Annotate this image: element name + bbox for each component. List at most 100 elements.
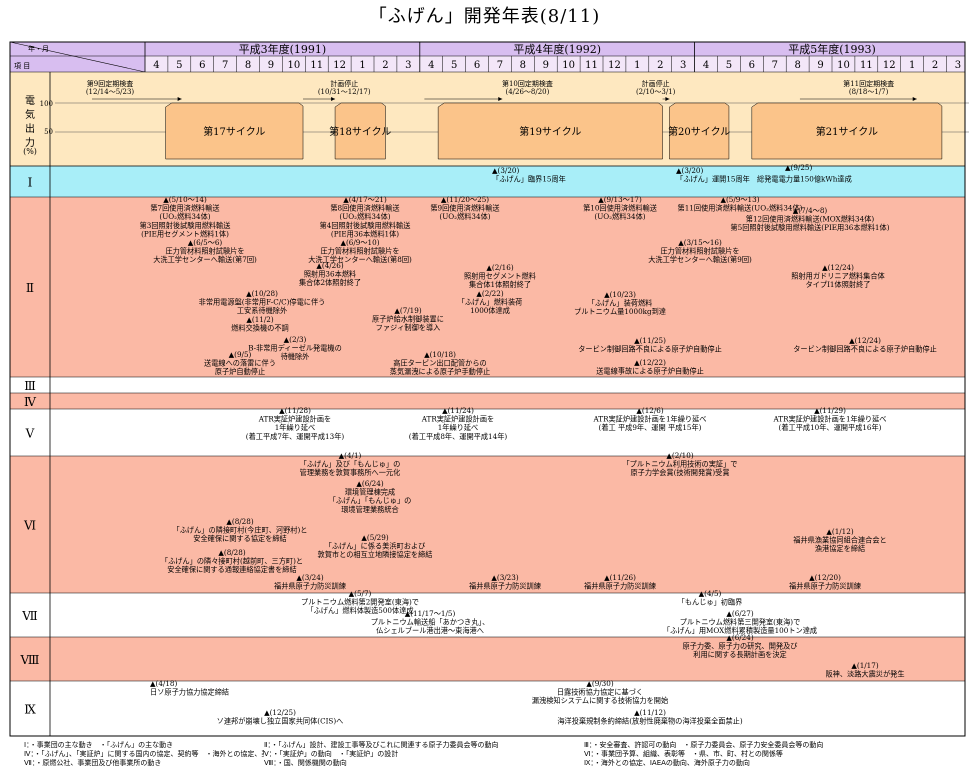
- inspection-arrow-head: [177, 97, 182, 101]
- event-text: (着工平成10年、運開平成16年): [779, 423, 882, 432]
- month-label: 12: [608, 60, 621, 71]
- legend-item: Ⅲ：・安全審査、許認可の動向 ・原子力委員会、原子力安全委員会等の動向: [584, 741, 824, 749]
- cycle-bar: [437, 102, 663, 160]
- month-label: 2: [657, 60, 663, 71]
- event-text: ATR実証炉建設計画を: [258, 415, 332, 424]
- event-date: ▲(4/5): [699, 589, 722, 598]
- event-text: 第12回使用済燃料輸送(MOX燃料34体): [746, 215, 875, 224]
- event-text: (着工平成8年、運開平成14年): [409, 432, 508, 441]
- event-text: プルトニウム燃料第三開発室(東海)で: [680, 618, 801, 627]
- event-text: (UO₂燃料34体): [439, 212, 490, 221]
- event-text: プルトニウム燃料第2開発室(東海)で: [301, 598, 419, 607]
- legend-item: Ⅱ：・「ふげん」設計、建設工事等及びこれに関連する原子力委員会等の動向: [264, 741, 499, 749]
- inspection-arrow-head: [912, 97, 917, 101]
- event-text: (UO₂燃料34体): [339, 212, 390, 221]
- inspection-arrow-head: [665, 97, 670, 101]
- section-band-III: [10, 377, 965, 393]
- inspection-period: (8/18～1/7): [849, 88, 889, 96]
- event-text: 圧力管材料照射試験片を: [165, 247, 244, 256]
- power-axis-label: 出: [25, 122, 35, 135]
- event-text: 1000体達成: [470, 306, 510, 315]
- header-corner-bottom: 項 目: [14, 62, 30, 70]
- event-date: ▲(9/25): [785, 163, 812, 172]
- event-text: 「ふげん」燃料装荷: [458, 298, 523, 307]
- month-label: 4: [703, 60, 709, 71]
- event-date: ▲(11/25): [634, 336, 666, 345]
- event-text: プルトニウム量1000kg到達: [574, 307, 666, 316]
- event-date: ▲(11/26): [604, 573, 636, 582]
- month-label: 11: [585, 60, 598, 71]
- event-text: 「ふげん」に係る美浜町および: [325, 542, 426, 551]
- event-date: ▲(8/28): [226, 517, 253, 526]
- month-label: 7: [222, 60, 228, 71]
- year-label: 平成3年度(1991): [239, 42, 327, 56]
- event-date: ▲(9/13～17): [598, 195, 642, 204]
- event-text: 「ふげん」の隣々接町村(越前町、三方町)と: [161, 557, 303, 566]
- month-label: 1: [634, 60, 640, 71]
- month-label: 8: [520, 60, 526, 71]
- event-text: 工安系待機除外: [237, 306, 287, 315]
- event-text: 管理業務を敦賀事務所へ一元化: [300, 468, 401, 477]
- inspection-label: 計画停止: [642, 79, 670, 88]
- event-text: 漁港協定を締結: [815, 544, 865, 553]
- inspection-label: 計画停止: [330, 79, 358, 88]
- month-label: 8: [794, 60, 800, 71]
- event-text: 1年繰り延べ: [275, 423, 316, 432]
- legend-item: Ⅸ：・海外との協定、IAEAの動向、海外原子力の動向: [584, 759, 750, 767]
- event-date: ▲(1/12): [826, 527, 853, 536]
- event-date: ▲(6/27): [726, 609, 753, 618]
- event-date: ▲(11/20～25): [441, 195, 489, 204]
- cycle-label: 第21サイクル: [816, 125, 878, 138]
- month-label: 7: [772, 60, 778, 71]
- month-label: 2: [932, 60, 938, 71]
- section-label: Ⅸ: [24, 703, 36, 717]
- event-date: ▲(3/20): [492, 166, 519, 175]
- legend-item: Ⅷ：・国、関係機関の動向: [264, 759, 347, 767]
- inspection-label: 第11回定期検査: [843, 79, 894, 88]
- month-label: 3: [955, 60, 961, 71]
- month-label: 11: [310, 60, 323, 71]
- legend-item: Ⅵ：・事業団予算、組織、表彰等 ・県、市、町、村との関係等: [584, 750, 783, 758]
- cycle-bar: [334, 102, 386, 160]
- month-label: 10: [562, 60, 575, 71]
- power-axis-label: 気: [25, 108, 35, 121]
- cycle-bar: [751, 102, 943, 160]
- event-date: ▲(4/18): [150, 679, 177, 688]
- event-date: ▲(12/24): [822, 263, 854, 272]
- event-text: 照射用ガドリニア燃料集合体: [791, 272, 884, 281]
- month-label: 1: [359, 60, 365, 71]
- power-axis-label: 電: [25, 95, 35, 107]
- month-label: 8: [245, 60, 251, 71]
- event-text: 非常用電源盤(非常用F-C/C)停電に伴う: [199, 298, 326, 307]
- cycle-label: 第17サイクル: [203, 125, 265, 138]
- event-text: 「もんじゅ」初臨界: [678, 598, 743, 607]
- event-text: 1年繰り延べ: [438, 423, 479, 432]
- month-label: 10: [287, 60, 300, 71]
- event-text: プルトニウム輸送船「あかつき丸」、: [371, 618, 490, 627]
- event-text: ファジィ制御を導入: [376, 323, 441, 332]
- section-label: Ⅰ: [28, 176, 33, 190]
- inspection-arrow-head: [498, 97, 503, 101]
- month-label: 10: [837, 60, 850, 71]
- event-date: ▲(4/1): [339, 451, 362, 460]
- year-header-row: [10, 42, 965, 56]
- header-corner-top: 年・月: [28, 44, 49, 53]
- event-date: ▲(2/10): [666, 451, 693, 460]
- event-text: 漏洩検知システムに関する技術協力を開始: [532, 696, 668, 705]
- legend-item: Ⅴ：・「実証炉」の動向 ・「実証炉」の設計: [264, 750, 399, 758]
- event-text: 第3回照射後試験用燃料輸送: [140, 221, 231, 230]
- event-text: 蒸気漏洩による原子炉手動停止: [390, 367, 490, 376]
- event-date: ▲(10/28): [246, 289, 278, 298]
- event-date: ▲(5/7): [349, 589, 372, 598]
- section-band-VI: [10, 456, 965, 593]
- month-label: 9: [543, 60, 549, 71]
- event-date: ▲(5/29): [361, 533, 388, 542]
- event-date: ▲(12/22): [634, 358, 666, 367]
- event-text: (着工平成7年、運開平成13年): [246, 432, 345, 441]
- event-date: ▲(1/17): [851, 661, 878, 670]
- event-text: 「プルトニウム利用技術の実証」で: [622, 460, 737, 469]
- event-text: 「ふげん」臨界15周年: [492, 175, 566, 184]
- event-date: ▲(3/24): [296, 573, 323, 582]
